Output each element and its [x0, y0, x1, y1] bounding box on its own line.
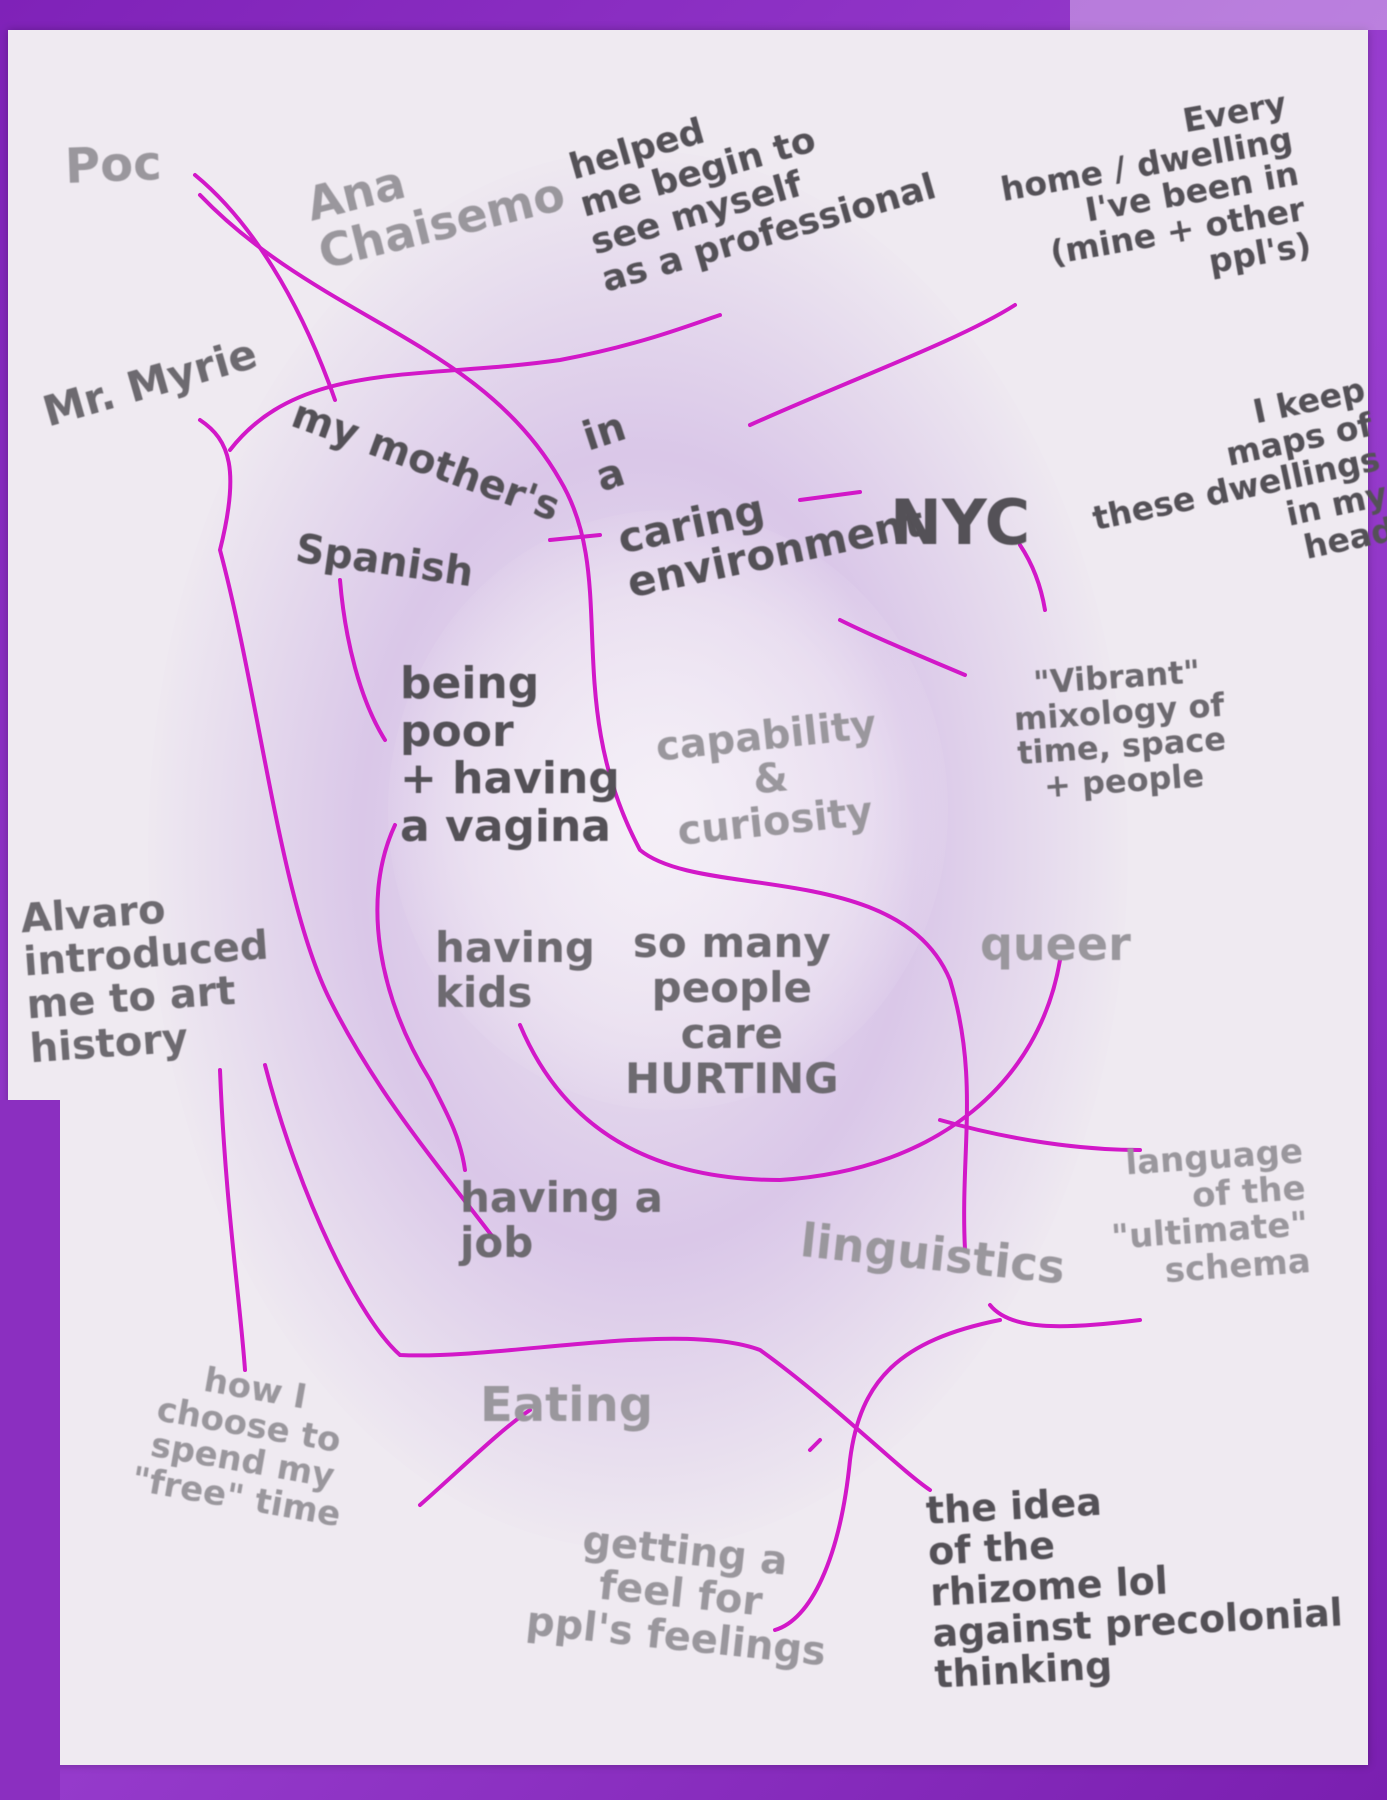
line-nyc-vibrant: [1018, 543, 1047, 612]
torn-corner: [0, 1100, 60, 1800]
line-alvaro-rhizome: [263, 1063, 932, 1492]
line-poc-nyc: [198, 193, 969, 1252]
line-vagina-job: [375, 823, 467, 1172]
tape-top-right: [1070, 0, 1387, 30]
note-having-job: having a job: [460, 1173, 663, 1268]
line-mrmyrie-job: [198, 418, 497, 1242]
note-alvaro: Alvaro introduced me to art history: [19, 886, 270, 1072]
note-nyc: NYC: [890, 486, 1031, 559]
note-poc: Poc: [64, 135, 163, 195]
note-language: language of the "ultimate" schema: [1110, 1131, 1312, 1292]
line-mrmyrie-helped: [228, 313, 722, 452]
note-capability: capability & curiosity: [653, 701, 879, 856]
line-spanish-being: [338, 578, 387, 742]
line-alvaro-how: [218, 1068, 247, 1372]
line-poc-mymothers: [193, 173, 337, 402]
line-linguistics-feel: [773, 1303, 1142, 1632]
line-kids-queer: [518, 958, 1062, 1183]
note-rhizome: the idea of the rhizome lol against prec…: [924, 1479, 1344, 1697]
line-hurting-language: [938, 1118, 1142, 1152]
line-env-vibrant: [838, 618, 967, 677]
note-being-poor: being poor + having a vagina: [400, 658, 620, 852]
note-so-many: so many people care HURTING: [625, 918, 839, 1104]
line-every-home: [748, 303, 1017, 427]
line-rhizome-feel: [808, 1438, 822, 1452]
line-eating: [418, 1408, 532, 1507]
note-eating: Eating: [480, 1377, 654, 1433]
line-mymothers-caring: [548, 490, 862, 542]
note-having-kids: having kids: [435, 923, 595, 1018]
note-vibrant: "Vibrant" mixology of time, space + peop…: [1012, 652, 1228, 806]
light-glow: [388, 510, 948, 1110]
note-queer: queer: [980, 917, 1131, 971]
tracing-paper-sheet: [8, 30, 1368, 1765]
